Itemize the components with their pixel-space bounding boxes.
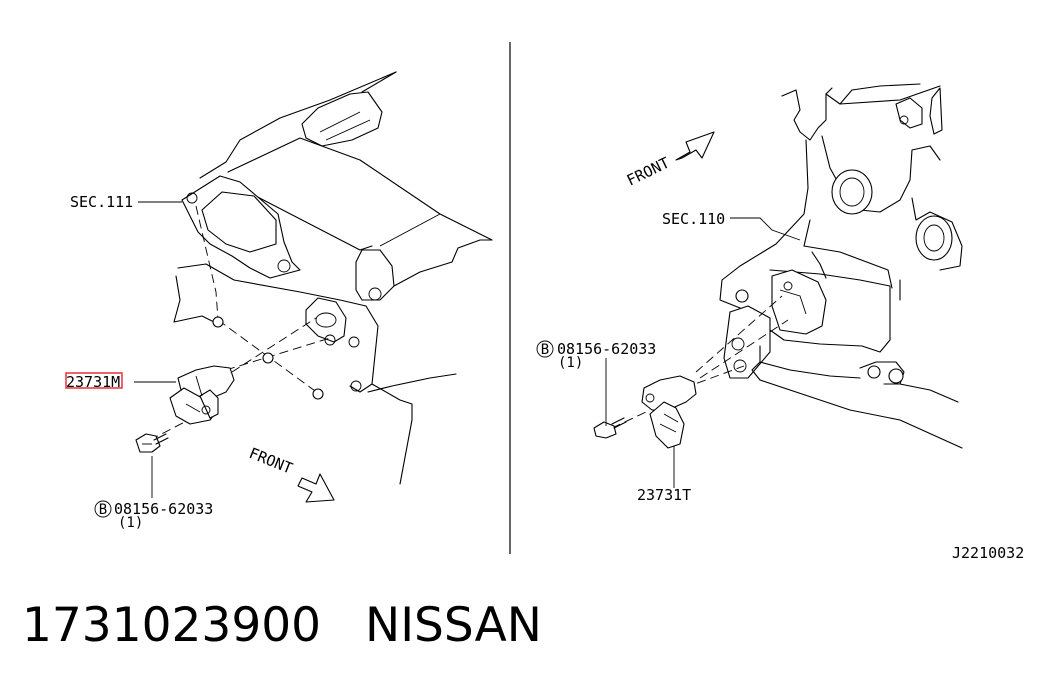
- left-front-indicator: FRONT: [247, 444, 335, 503]
- right-bolt-qty: (1): [558, 355, 583, 371]
- right-bolt-circle-letter: B: [541, 342, 549, 358]
- left-crank-sensor: [169, 365, 235, 425]
- brand-name: NISSAN: [365, 598, 542, 653]
- drawing-id: J2210032: [952, 544, 1024, 560]
- left-bolt: [135, 433, 169, 453]
- right-front-label: FRONT: [624, 154, 672, 190]
- left-sensor-part-label[interactable]: 23731M: [66, 373, 120, 391]
- right-front-indicator: FRONT: [624, 131, 715, 190]
- part-highlight-box: [65, 372, 123, 389]
- right-sec-leader: [730, 217, 801, 241]
- left-bolt-circle: [94, 500, 112, 518]
- left-engine-drawing: [149, 71, 493, 485]
- right-sensor-part-label[interactable]: 23731T: [637, 486, 691, 504]
- right-section-label: SEC.110: [662, 210, 725, 228]
- right-crank-sensor: [641, 375, 697, 449]
- right-bolt: [593, 417, 627, 439]
- right-engine-drawing: [611, 83, 963, 449]
- left-front-arrow-icon: [297, 473, 335, 503]
- left-bolt-circle-letter: B: [99, 502, 107, 518]
- right-front-arrow-icon: [675, 131, 715, 161]
- left-bolt-qty: (1): [118, 515, 143, 531]
- left-section-label: SEC.111: [70, 193, 133, 211]
- left-front-label: FRONT: [247, 444, 296, 478]
- right-bolt-circle: [536, 340, 554, 358]
- footer: 1731023900 NISSAN: [22, 596, 542, 656]
- parts-diagram: SEC.111 23731M B 08156-62033 (1) FRONT: [65, 42, 1024, 560]
- part-number: 1731023900: [22, 598, 322, 653]
- right-bolt-part-label[interactable]: 08156-62033: [557, 340, 656, 358]
- left-bolt-part-label[interactable]: 08156-62033: [114, 500, 213, 518]
